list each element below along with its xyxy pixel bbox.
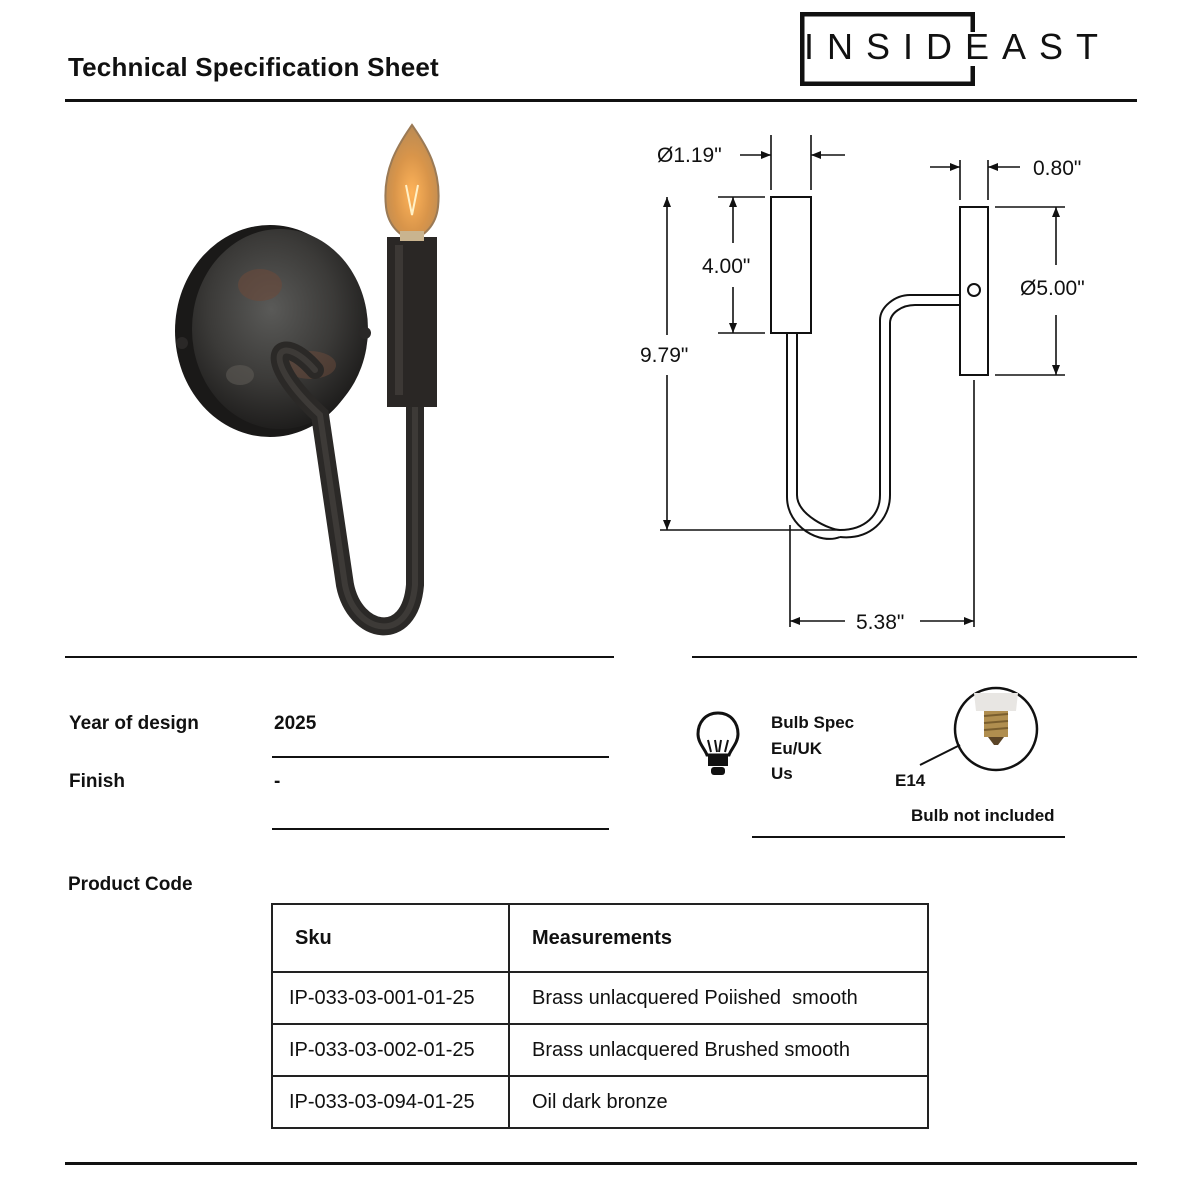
table-row: IP-033-03-001-01-25 Brass unlacquered Po…	[271, 971, 929, 1025]
column-header-sku: Sku	[271, 903, 510, 973]
technical-drawing	[660, 135, 1065, 627]
measurement-cell: Oil dark bronze	[508, 1075, 929, 1129]
table-header-row: Sku Measurements	[271, 903, 929, 973]
table-row: IP-033-03-094-01-25 Oil dark bronze	[271, 1075, 929, 1129]
sku-cell: IP-033-03-001-01-25	[271, 971, 510, 1025]
product-code-table: Sku Measurements IP-033-03-001-01-25 Bra…	[271, 903, 929, 1129]
dim-depth: 5.38"	[856, 611, 905, 634]
bulb-region-eu-uk: Eu/UK	[771, 739, 822, 758]
table-row: IP-033-03-002-01-25 Brass unlacquered Br…	[271, 1023, 929, 1077]
dim-plate-depth: 0.80"	[1033, 157, 1082, 180]
product-code-label: Product Code	[68, 874, 193, 895]
year-underline	[272, 756, 609, 758]
page-title: Technical Specification Sheet	[68, 52, 439, 82]
dim-tube-diameter: Ø1.19"	[657, 144, 722, 167]
left-section-divider	[65, 656, 614, 658]
finish-label: Finish	[69, 771, 125, 792]
measurement-cell: Brass unlacquered Poiished smooth	[508, 971, 929, 1025]
bulb-region-us: Us	[771, 764, 793, 783]
sku-cell: IP-033-03-002-01-25	[271, 1023, 510, 1077]
column-header-measurements: Measurements	[508, 903, 929, 973]
year-of-design-label: Year of design	[69, 713, 199, 734]
dim-plate-diameter: Ø5.00"	[1020, 277, 1085, 300]
bulb-icon	[696, 711, 740, 775]
brand-logo-frame	[800, 12, 975, 86]
bulb-socket-label: E14	[895, 771, 926, 790]
finish-underline	[272, 828, 609, 830]
product-photo	[175, 123, 440, 636]
dim-total-height: 9.79"	[640, 344, 689, 367]
bulb-not-included-note: Bulb not included	[911, 806, 1055, 825]
brand-logo: INSIDEAST	[804, 26, 1112, 67]
bulb-spec-label: Bulb Spec	[771, 713, 855, 732]
right-section-divider	[692, 656, 1137, 658]
dim-candle-height: 4.00"	[702, 255, 751, 278]
year-of-design-value: 2025	[274, 713, 317, 734]
sku-cell: IP-033-03-094-01-25	[271, 1075, 510, 1129]
header-divider	[65, 99, 1137, 102]
bulb-socket-image	[919, 686, 1039, 772]
measurement-cell: Brass unlacquered Brushed smooth	[508, 1023, 929, 1077]
bulb-underline	[752, 836, 1065, 838]
finish-value: -	[274, 771, 281, 792]
footer-divider	[65, 1162, 1137, 1165]
